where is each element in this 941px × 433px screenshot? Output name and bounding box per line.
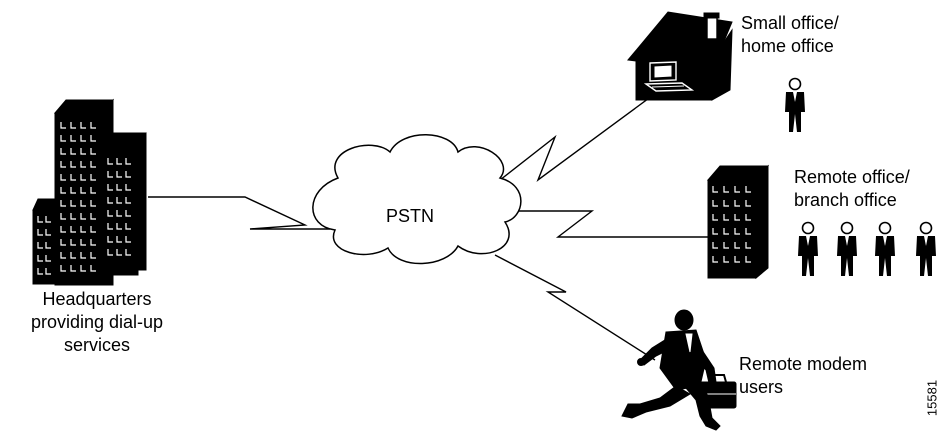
headquarters-building-icon: [32, 98, 147, 286]
person-icon: [875, 221, 895, 276]
headquarters-label: Headquarters providing dial-up services: [22, 288, 172, 357]
remote-office-label: Remote office/ branch office: [794, 166, 910, 212]
small-office-label: Small office/ home office: [741, 12, 839, 58]
headquarters-label-line-2: providing dial-up: [30, 312, 164, 332]
link-pstn-remote-office: [515, 210, 708, 238]
headquarters-label-line-1: Headquarters: [42, 289, 152, 309]
branch-office-people: [798, 221, 936, 276]
person-icon: [785, 77, 805, 132]
remote-office-label-line-2: branch office: [794, 190, 897, 210]
remote-users-label: Remote modem users: [739, 353, 867, 399]
cloud-icon: [312, 134, 522, 265]
link-pstn-remote-users: [494, 254, 656, 361]
link-pstn-small-office: [499, 89, 661, 183]
remote-users-label-line-2: users: [739, 377, 784, 397]
headquarters-label-line-3: services: [63, 335, 130, 355]
figure-id: 15581: [924, 379, 940, 417]
small-office-label-line-1: Small office/: [741, 13, 839, 33]
person-icon: [785, 77, 805, 132]
person-icon: [916, 221, 936, 276]
person-icon: [798, 221, 818, 276]
office-building-icon: [706, 164, 770, 280]
remote-users-label-line-1: Remote modem: [739, 354, 868, 374]
link-hq-pstn: [148, 196, 330, 230]
house-computer-icon: [627, 11, 733, 101]
person-icon: [837, 221, 857, 276]
remote-office-label-line-1: Remote office/: [794, 167, 910, 187]
running-businessman-icon: [621, 309, 737, 431]
pstn-label: PSTN: [386, 206, 435, 226]
small-office-label-line-2: home office: [741, 36, 834, 56]
